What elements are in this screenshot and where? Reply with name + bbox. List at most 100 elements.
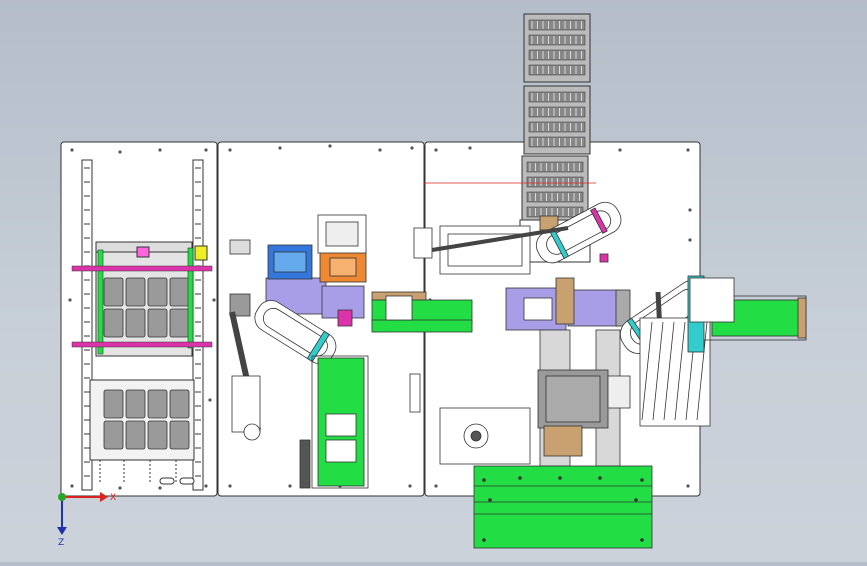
hole xyxy=(686,148,690,152)
left-station xyxy=(71,159,213,491)
blue-housing-inner xyxy=(273,251,307,273)
large-roller-core xyxy=(470,430,482,442)
tray-cell xyxy=(169,277,190,307)
magenta-mark-right xyxy=(599,253,609,263)
tray-cell xyxy=(169,308,190,338)
truss-member xyxy=(674,321,686,421)
hole xyxy=(688,208,692,212)
tray-cell xyxy=(147,420,168,450)
small-slot-2 xyxy=(179,477,195,485)
hole xyxy=(228,148,232,152)
green-strip-left xyxy=(97,249,104,355)
pulley xyxy=(243,423,261,441)
hole xyxy=(118,486,122,490)
small-lavender-pad xyxy=(413,227,433,259)
hole xyxy=(68,298,72,302)
right-station xyxy=(409,201,807,467)
table-hole xyxy=(640,478,644,482)
tray-cell xyxy=(125,308,146,338)
hole xyxy=(688,238,692,242)
robot-arm-left xyxy=(254,300,337,365)
tray-cell xyxy=(169,389,190,419)
magazine-slot xyxy=(528,19,586,31)
hole xyxy=(468,146,472,150)
hole xyxy=(410,146,414,150)
conveyor-block-2 xyxy=(325,439,357,463)
conveyor-frame xyxy=(311,355,369,489)
magazine-slot xyxy=(528,106,586,118)
gray-block xyxy=(229,293,251,317)
orange-housing-inner xyxy=(329,257,357,277)
yellow-block xyxy=(194,245,208,261)
magazine-slot xyxy=(528,64,586,76)
truss-member xyxy=(652,321,664,421)
arm-upper-magenta xyxy=(590,207,608,234)
hole xyxy=(228,484,232,488)
tan-gantry-plate xyxy=(543,425,583,457)
hole xyxy=(212,298,216,302)
z-axis-label: Z xyxy=(58,538,64,548)
x-axis-label: X xyxy=(110,493,116,503)
axis-triad: X Z xyxy=(57,492,116,548)
table-hole xyxy=(558,476,562,480)
arm-link-inner xyxy=(262,307,328,357)
small-slot-1 xyxy=(159,477,175,485)
lavender-block-right-inner xyxy=(523,297,553,321)
vertical-rail-left xyxy=(81,159,93,491)
tray-cell xyxy=(103,420,124,450)
bracket-box xyxy=(385,295,413,321)
tray-cell xyxy=(125,420,146,450)
right-gray-panel xyxy=(607,375,631,409)
side-cylinder xyxy=(409,373,421,413)
tray-cell xyxy=(103,277,124,307)
hole xyxy=(158,486,162,490)
magenta-clip xyxy=(337,309,353,327)
left-motor xyxy=(229,239,251,255)
x-axis-arrow xyxy=(100,492,108,502)
magazine-slot xyxy=(526,191,584,203)
mounting-holes xyxy=(68,144,692,490)
tray-cell xyxy=(147,277,168,307)
tray-cell xyxy=(147,389,168,419)
magenta-bar-top xyxy=(71,265,213,272)
hole xyxy=(686,484,690,488)
truss-member xyxy=(696,321,708,421)
right-housing xyxy=(689,277,735,323)
truss-member xyxy=(663,321,675,421)
magazine-slot xyxy=(528,34,586,46)
hole xyxy=(70,148,74,152)
hole xyxy=(204,484,208,488)
tray-cell xyxy=(125,277,146,307)
magazine-slot xyxy=(528,136,586,148)
table-hole xyxy=(482,538,486,542)
tray-cell xyxy=(125,389,146,419)
tray-cell xyxy=(169,420,190,450)
robot-arm-upper xyxy=(535,201,622,264)
table-hole xyxy=(640,538,644,542)
tray-cell xyxy=(103,389,124,419)
table-hole xyxy=(488,498,492,502)
hole xyxy=(208,398,212,402)
truss-member xyxy=(641,321,653,421)
side-panel xyxy=(231,375,261,433)
table-top xyxy=(473,465,653,549)
hole xyxy=(204,148,208,152)
right-conveyor-cap xyxy=(797,297,807,339)
magenta-bar-bottom xyxy=(71,341,213,348)
arm-cyan-band xyxy=(306,330,330,363)
hole xyxy=(408,484,412,488)
magazine-slot xyxy=(528,121,586,133)
arm-upper-inner xyxy=(546,210,612,255)
tray-cell xyxy=(103,308,124,338)
tray-cells-upper xyxy=(103,277,190,338)
hole xyxy=(70,484,74,488)
conveyor-block-1 xyxy=(325,413,357,437)
hole xyxy=(618,148,622,152)
hole xyxy=(328,144,332,148)
green-bar-lower xyxy=(371,319,473,333)
dark-rail xyxy=(299,439,311,489)
green-strip-right xyxy=(187,247,194,349)
hole xyxy=(158,148,162,152)
